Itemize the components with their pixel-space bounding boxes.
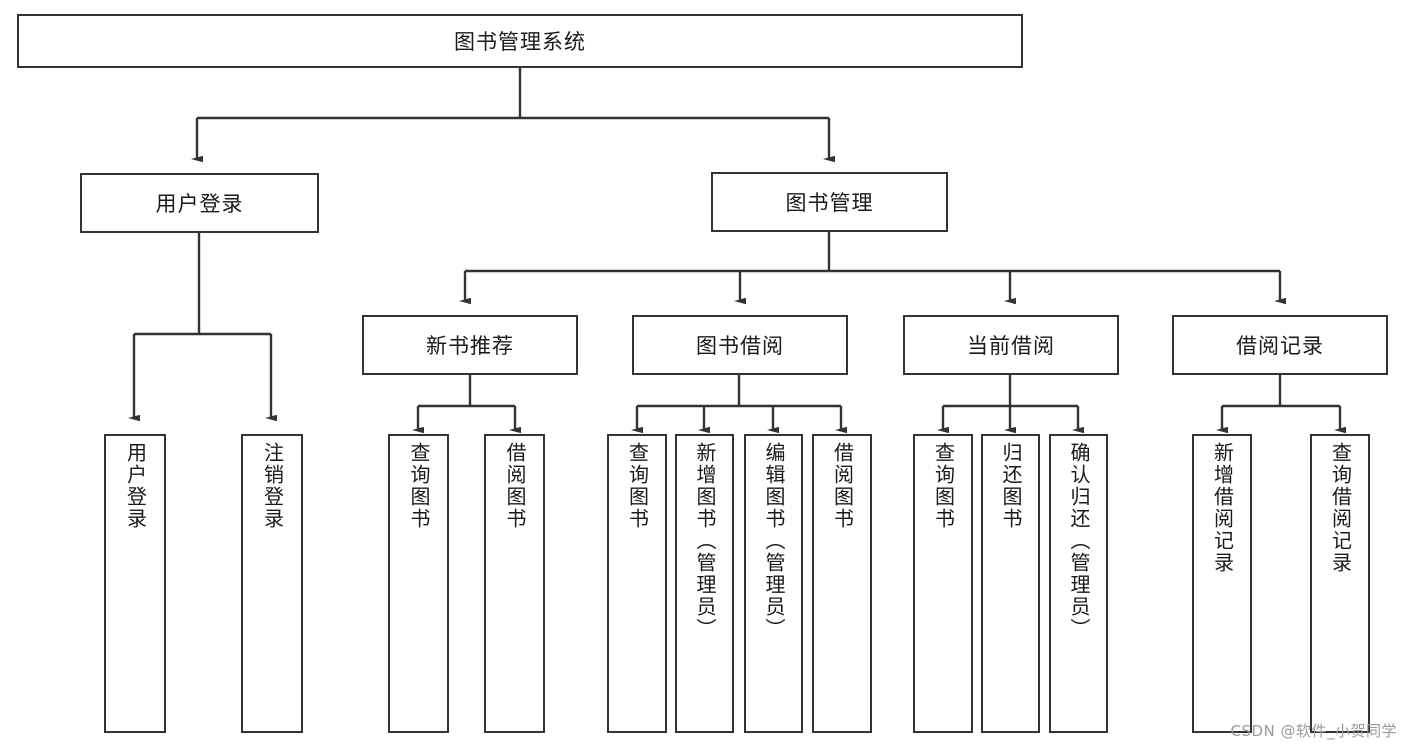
node-book-borrow[interactable]: 图书借阅	[632, 315, 848, 375]
leaf-user-logout[interactable]: 注销登录	[241, 434, 303, 733]
node-new-book-recommend[interactable]: 新书推荐	[362, 315, 578, 375]
node-book-borrow-label: 图书借阅	[696, 334, 784, 358]
leaf-query-book-2[interactable]: 查询图书	[607, 434, 667, 733]
leaf-confirm-return-label: 确认归还（管理员）	[1067, 442, 1091, 640]
leaf-query-book-1[interactable]: 查询图书	[388, 434, 449, 733]
node-new-book-recommend-label: 新书推荐	[426, 334, 514, 358]
node-borrow-records[interactable]: 借阅记录	[1172, 315, 1388, 375]
leaf-add-book[interactable]: 新增图书（管理员）	[675, 434, 734, 733]
leaf-add-record[interactable]: 新增借阅记录	[1192, 434, 1252, 733]
leaf-return-book-label: 归还图书	[999, 442, 1023, 530]
node-book-management-label: 图书管理	[785, 191, 874, 215]
node-current-borrow[interactable]: 当前借阅	[903, 315, 1119, 375]
leaf-user-logout-label: 注销登录	[260, 442, 285, 530]
leaf-borrow-book-2-label: 借阅图书	[830, 442, 855, 530]
leaf-query-record-label: 查询借阅记录	[1328, 442, 1353, 574]
leaf-add-record-label: 新增借阅记录	[1210, 442, 1235, 574]
node-root-label: 图书管理系统	[454, 30, 586, 54]
leaf-add-book-label: 新增图书（管理员）	[693, 442, 717, 640]
leaf-borrow-book-1[interactable]: 借阅图书	[484, 434, 545, 733]
leaf-edit-book[interactable]: 编辑图书（管理员）	[744, 434, 803, 733]
leaf-query-book-2-label: 查询图书	[625, 442, 650, 530]
watermark: CSDN @软件_小贺同学	[1230, 722, 1397, 740]
leaf-confirm-return[interactable]: 确认归还（管理员）	[1049, 434, 1108, 733]
leaf-query-book-3[interactable]: 查询图书	[913, 434, 973, 733]
node-current-borrow-label: 当前借阅	[967, 334, 1055, 358]
leaf-return-book[interactable]: 归还图书	[981, 434, 1040, 733]
leaf-user-login-label: 用户登录	[123, 442, 148, 530]
node-user-login[interactable]: 用户登录	[80, 173, 319, 233]
node-borrow-records-label: 借阅记录	[1236, 334, 1324, 358]
leaf-borrow-book-1-label: 借阅图书	[503, 442, 527, 530]
leaf-query-record[interactable]: 查询借阅记录	[1310, 434, 1370, 733]
node-book-management[interactable]: 图书管理	[711, 172, 948, 232]
leaf-user-login[interactable]: 用户登录	[104, 434, 166, 733]
node-root[interactable]: 图书管理系统	[17, 14, 1023, 68]
node-user-login-label: 用户登录	[155, 192, 244, 216]
leaf-query-book-3-label: 查询图书	[931, 442, 956, 530]
leaf-query-book-1-label: 查询图书	[407, 442, 431, 530]
leaf-borrow-book-2[interactable]: 借阅图书	[812, 434, 872, 733]
leaf-edit-book-label: 编辑图书（管理员）	[762, 442, 786, 640]
